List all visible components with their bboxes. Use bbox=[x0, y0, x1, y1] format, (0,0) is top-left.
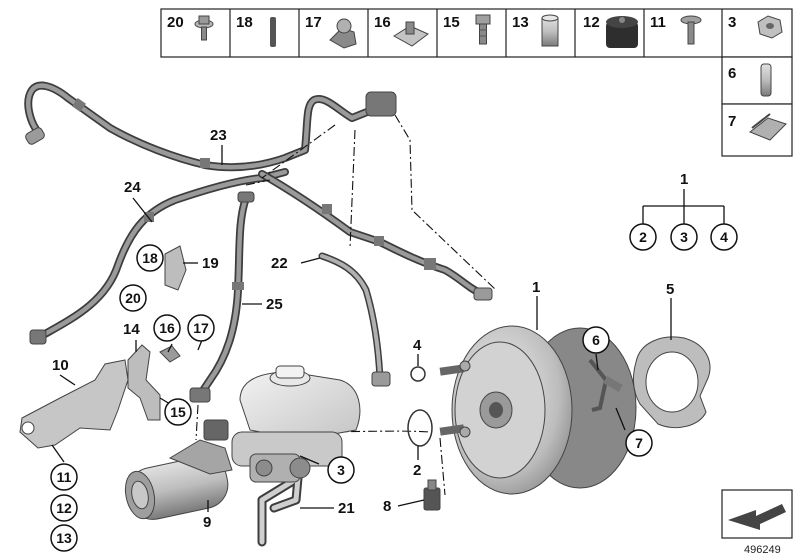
view-direction-box bbox=[721, 489, 793, 539]
nut-3-icon bbox=[757, 15, 783, 39]
bolt-20-icon bbox=[194, 15, 214, 41]
gasket-5 bbox=[632, 336, 711, 428]
table-label-15: 15 bbox=[443, 14, 460, 31]
table-label-17: 17 bbox=[305, 14, 322, 31]
reference-number: 496249 bbox=[744, 544, 781, 556]
callout-24: 24 bbox=[124, 179, 141, 196]
callout-5: 5 bbox=[666, 281, 674, 298]
rubber-mount-12-icon bbox=[606, 16, 638, 48]
view-direction-arrow-icon bbox=[728, 504, 786, 530]
pin-6-icon bbox=[760, 63, 772, 97]
table-label-11: 11 bbox=[650, 14, 666, 31]
sleeve-13-icon bbox=[541, 14, 559, 47]
callout-circle-3: 3 bbox=[337, 462, 345, 478]
callout-circle-15: 15 bbox=[170, 404, 186, 420]
table-label-6: 6 bbox=[728, 65, 736, 82]
table-label-13: 13 bbox=[512, 14, 529, 31]
callout-circle-18: 18 bbox=[142, 250, 158, 266]
table-label-7: 7 bbox=[728, 113, 736, 130]
callout-2: 2 bbox=[413, 462, 421, 479]
tree-child-2: 2 bbox=[639, 229, 647, 245]
circled-callouts: 18 20 16 17 15 11 12 13 6 7 3 bbox=[50, 244, 653, 552]
brake-booster-1 bbox=[410, 325, 637, 495]
callout-10: 10 bbox=[52, 357, 69, 374]
bracket-14 bbox=[127, 344, 161, 421]
leader-lines bbox=[51, 145, 672, 512]
tree-child-3: 3 bbox=[680, 229, 688, 245]
callout-circle-20: 20 bbox=[125, 290, 141, 306]
clip-16 bbox=[159, 345, 181, 363]
nut-plate-16-icon bbox=[393, 21, 429, 47]
callout-circle-6: 6 bbox=[592, 332, 600, 348]
hose-21 bbox=[257, 473, 303, 547]
vacuum-pump-9 bbox=[124, 419, 233, 520]
callout-23: 23 bbox=[210, 127, 227, 144]
tree-child-4: 4 bbox=[720, 229, 728, 245]
callout-circle-16: 16 bbox=[159, 320, 175, 336]
callout-19: 19 bbox=[202, 255, 219, 272]
bracket-19 bbox=[164, 245, 187, 291]
table-label-12: 12 bbox=[583, 14, 600, 31]
stud-18-icon bbox=[270, 17, 276, 47]
sensor-8 bbox=[423, 479, 441, 511]
table-label-3: 3 bbox=[728, 14, 736, 31]
table-label-20: 20 bbox=[167, 14, 184, 31]
callout-8: 8 bbox=[383, 498, 391, 515]
callout-14: 14 bbox=[123, 321, 140, 338]
callout-21: 21 bbox=[338, 500, 355, 517]
tree-root-label: 1 bbox=[680, 171, 688, 188]
callout-circle-17: 17 bbox=[193, 320, 209, 336]
vacuum-pipes bbox=[24, 81, 493, 403]
bolt-15-icon bbox=[475, 14, 491, 45]
clip-17-icon bbox=[329, 18, 357, 49]
callout-circle-7: 7 bbox=[635, 435, 643, 451]
plain-callouts: 23 24 19 22 25 14 10 1 5 4 2 8 9 21 bbox=[52, 127, 674, 531]
spring-clip-7-icon bbox=[749, 113, 787, 141]
callout-4: 4 bbox=[413, 337, 422, 354]
callout-1: 1 bbox=[532, 279, 540, 296]
header-parts-table: 20 18 17 16 15 13 12 11 3 6 7 bbox=[160, 8, 793, 157]
callout-circle-13: 13 bbox=[56, 530, 72, 546]
table-label-18: 18 bbox=[236, 14, 253, 31]
screw-11-icon bbox=[680, 15, 702, 45]
bracket-10 bbox=[19, 359, 129, 449]
table-label-16: 16 bbox=[374, 14, 391, 31]
callout-22: 22 bbox=[271, 255, 288, 272]
o-ring-2 bbox=[407, 409, 433, 447]
master-cylinder-reservoir bbox=[231, 365, 361, 483]
callout-circle-11: 11 bbox=[57, 469, 72, 485]
callout-9: 9 bbox=[203, 514, 211, 531]
callout-circle-12: 12 bbox=[56, 500, 72, 516]
callout-25: 25 bbox=[266, 296, 283, 313]
structure-tree: 1 2 3 4 bbox=[629, 171, 738, 251]
